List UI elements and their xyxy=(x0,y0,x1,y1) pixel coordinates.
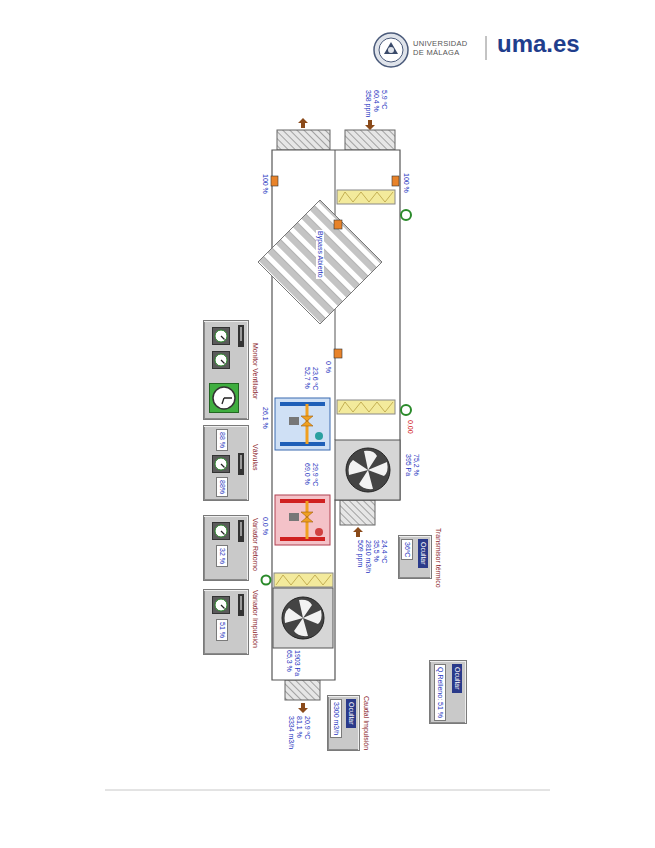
measurement-value: 2810 m3/h xyxy=(364,540,372,573)
value-field: 36ºC xyxy=(401,539,413,560)
measurement-value: 0,00 xyxy=(406,420,414,434)
scada-panel: Monitor VentiladorVálvulas 88 % 88% Variado… xyxy=(195,70,485,770)
measurement-value: 0,0 % xyxy=(261,517,269,535)
box-title: Variador Retorno xyxy=(251,518,259,571)
measurement-value: 20,9 ºC xyxy=(303,716,311,739)
return-arrow xyxy=(353,527,363,537)
heat-recovery xyxy=(258,200,382,324)
value-field: 51 % xyxy=(216,619,228,641)
measurement-value: 395 Pa xyxy=(404,454,412,476)
heating-coil xyxy=(275,495,330,545)
supply-fan xyxy=(273,588,333,648)
value-field: 3300 m3/h xyxy=(330,699,342,738)
value-field: 88% xyxy=(216,477,228,497)
measurement-value: 52,7 % xyxy=(303,367,311,389)
supply-arrow xyxy=(298,703,308,713)
measurement-value: 29,9 ºC xyxy=(311,463,319,486)
intake-arrow xyxy=(365,120,375,130)
logo-divider xyxy=(486,36,487,60)
status-text: Bypass Abierto xyxy=(316,230,324,279)
gauge-icon xyxy=(212,327,230,345)
clock-icon xyxy=(209,383,239,413)
measurement-value: 509 ppm xyxy=(356,540,364,567)
measurement-value: 75,2 % xyxy=(412,454,420,476)
measurement-value: 358 ppm xyxy=(364,90,372,117)
university-name: UNIVERSIDAD DE MÁLAGA xyxy=(413,39,473,57)
hdr-icon xyxy=(238,325,244,347)
measurement-value: 35,5 % xyxy=(372,540,380,562)
measurement-value: 81,1 % xyxy=(295,716,303,738)
control-box: Variador Retorno32 % xyxy=(203,515,249,581)
measurement-value: 5,9 ºC xyxy=(380,90,388,109)
cooling-coil xyxy=(275,398,330,450)
measurement-value: 65,3 % xyxy=(285,650,293,672)
gauge-icon xyxy=(212,351,230,369)
box-title: Monitor Ventilador xyxy=(251,343,259,399)
value-field: Q.Relleno: 51 % xyxy=(434,664,446,721)
hide-button: Ocultar xyxy=(418,539,428,568)
box-title: Caudal Impulsión xyxy=(362,696,370,750)
control-box: Ocultar Q.Relleno: 51 % xyxy=(429,660,467,724)
measurement-value: 69,0 % xyxy=(303,463,311,485)
measurement-value: 60,4 % xyxy=(372,90,380,112)
value-field: 32 % xyxy=(216,545,228,567)
control-box: Válvulas88 %88% xyxy=(203,425,249,501)
exhaust-arrow xyxy=(298,118,308,128)
measurement-value: 24,4 ºC xyxy=(380,540,388,563)
measurement-value: 1903 Pa xyxy=(293,650,301,676)
university-web: uma.es xyxy=(497,30,580,58)
return-louver xyxy=(340,500,375,525)
box-title: Válvulas xyxy=(251,444,259,470)
return-fan xyxy=(335,440,400,500)
control-box: Variador Impulsión51 % xyxy=(203,589,249,655)
hdr-icon xyxy=(238,594,244,616)
gauge-icon xyxy=(212,596,230,614)
exhaust-louver xyxy=(277,130,330,150)
gauge-icon xyxy=(212,455,230,473)
university-seal xyxy=(374,33,408,67)
measurement-value: 100 % xyxy=(261,174,269,194)
box-title: Variador Impulsión xyxy=(251,590,259,648)
measurement-value: 100 % xyxy=(402,173,410,193)
damper xyxy=(271,176,399,358)
measurement-value: 23,6 ºC xyxy=(311,367,319,390)
control-box: Caudal ImpulsiónOcultar3300 m3/h xyxy=(327,695,360,751)
value-field: 88 % xyxy=(216,429,228,451)
control-box: Transmisor térmicoOcultar36ºC xyxy=(398,535,432,579)
hdr-icon xyxy=(238,520,244,542)
footer-rule xyxy=(105,790,550,791)
measurement-value: 26,1 % xyxy=(261,407,269,429)
measurement-value: 0 % xyxy=(324,361,332,373)
measurement-value: 3334 m3/h xyxy=(287,716,295,749)
gauge-icon xyxy=(212,522,230,540)
pressure-gauge xyxy=(262,210,412,585)
supply-louver xyxy=(285,680,320,700)
intake-louver xyxy=(345,130,395,150)
hdr-icon xyxy=(238,453,244,475)
box-title: Transmisor térmico xyxy=(434,528,442,588)
hide-button: Ocultar xyxy=(346,699,356,728)
control-box: Monitor Ventilador xyxy=(203,320,249,420)
filter xyxy=(274,190,395,587)
hide-button: Ocultar xyxy=(452,664,462,693)
